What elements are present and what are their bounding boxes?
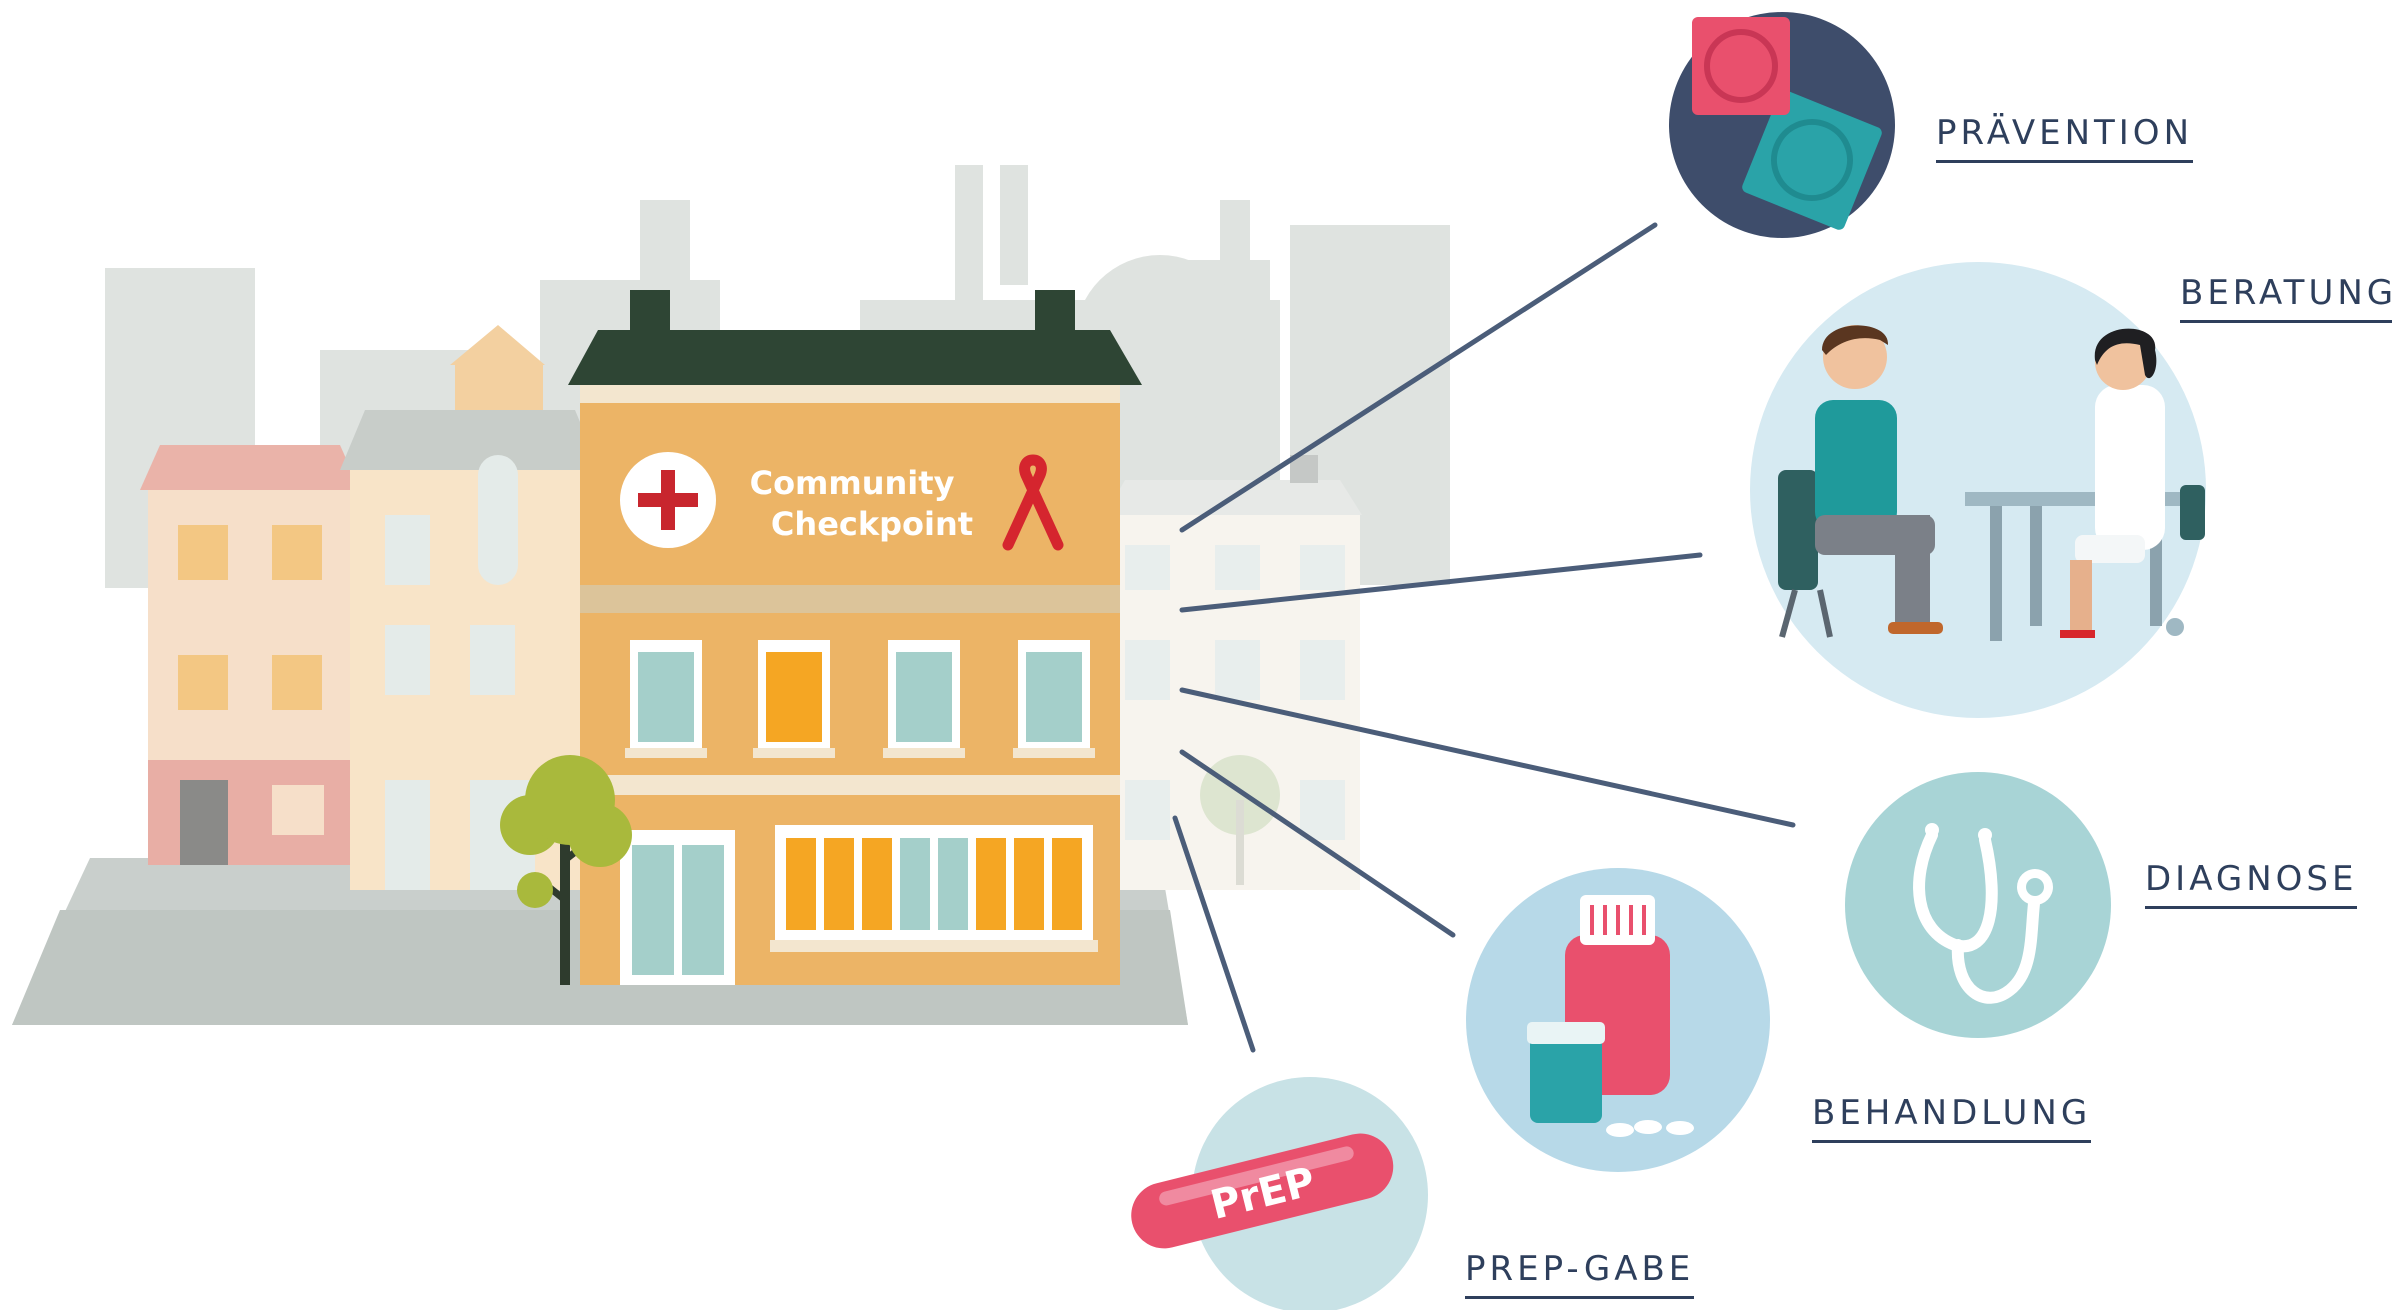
shop-window-pane	[824, 838, 854, 930]
shop-window-pane	[862, 838, 892, 930]
connector-lines	[1172, 222, 1796, 1053]
stethoscope-icon	[1845, 772, 2111, 1038]
pink-house	[140, 445, 360, 865]
shop-window-pane	[786, 838, 816, 930]
medicine-bottle-icon	[1466, 868, 1770, 1172]
label-prep-gabe: PREP-GABE	[1465, 1252, 1695, 1299]
tree	[500, 755, 632, 985]
sign-line-1: Community	[750, 464, 955, 502]
sign-line-2: Checkpoint	[771, 505, 973, 543]
checkpoint-building: Community Checkpoint	[568, 290, 1142, 985]
label-praevention: PRÄVENTION	[1936, 116, 2193, 163]
shop-window-panes	[786, 838, 1082, 930]
faded-building	[1105, 455, 1362, 890]
label-diagnose: DIAGNOSE	[2145, 862, 2358, 909]
cream-house	[340, 325, 600, 890]
prep-pill-icon: PrEP	[1131, 1077, 1428, 1310]
shop-window-pane	[900, 838, 930, 930]
shop-window-pane	[938, 838, 968, 930]
label-beratung: BERATUNG	[2180, 276, 2392, 323]
consultation-icon	[1750, 262, 2206, 718]
shop-window-pane	[1052, 838, 1082, 930]
label-behandlung: BEHANDLUNG	[1812, 1096, 2092, 1143]
condom-icon	[1669, 12, 1895, 238]
shop-window-pane	[976, 838, 1006, 930]
upper-windows	[625, 640, 1095, 758]
shop-window-pane	[1014, 838, 1044, 930]
red-ribbon-icon	[1002, 454, 1064, 551]
